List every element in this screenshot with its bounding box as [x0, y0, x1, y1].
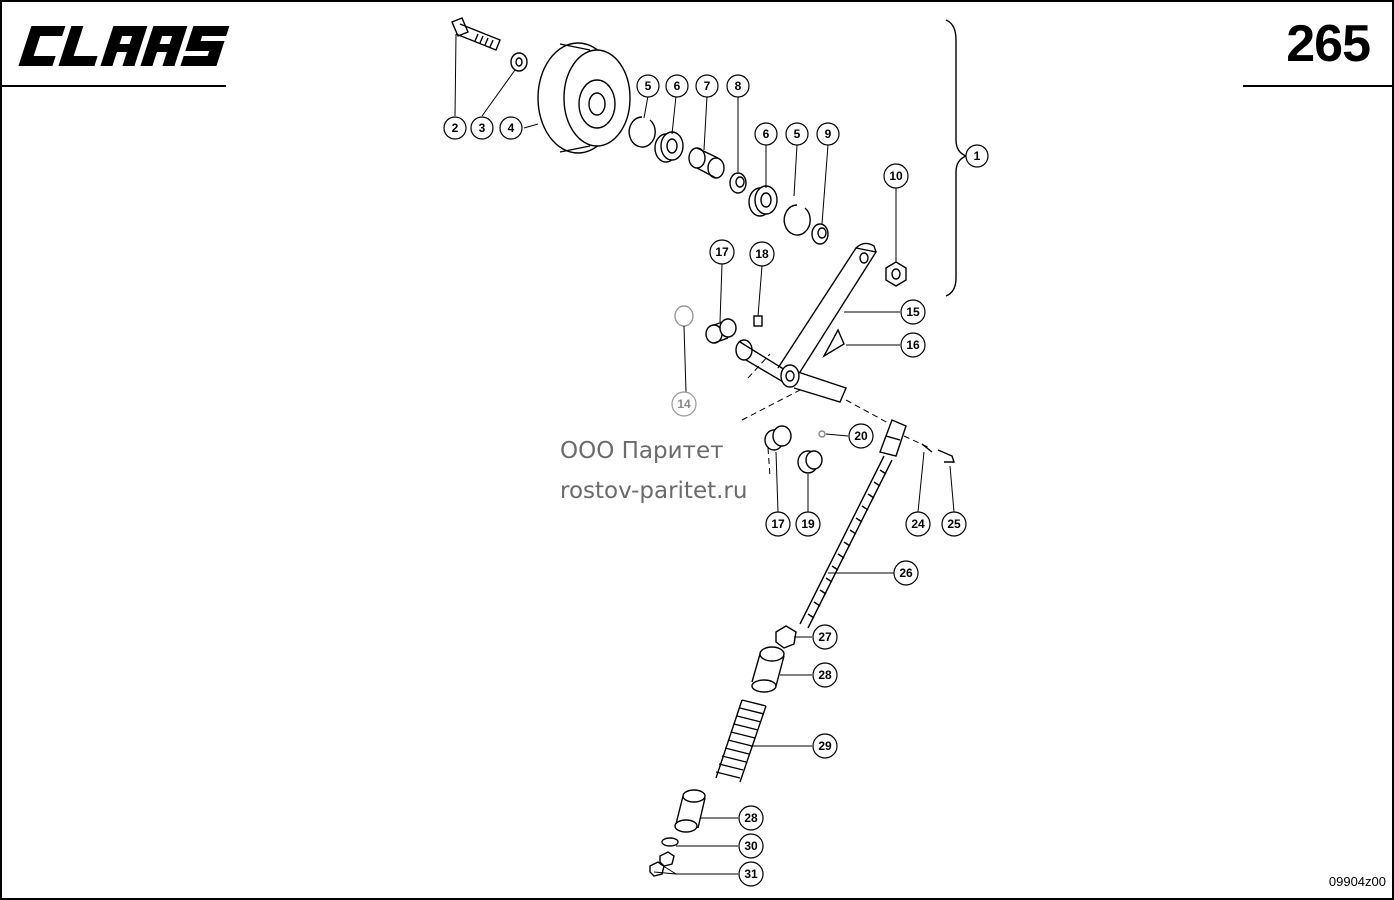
svg-text:2: 2 — [452, 121, 459, 135]
bolt-part — [451, 17, 501, 51]
svg-text:1: 1 — [974, 149, 981, 163]
svg-text:5: 5 — [794, 127, 801, 141]
hex-nut-part — [659, 851, 675, 867]
callout-28: 28 — [738, 805, 764, 831]
callout-16: 16 — [900, 332, 926, 358]
svg-text:3: 3 — [479, 121, 486, 135]
callout-5: 5 — [785, 122, 809, 146]
pin-part — [818, 430, 826, 438]
claas-logo — [18, 26, 230, 66]
callout-19: 19 — [795, 511, 821, 537]
nut-part — [885, 261, 907, 287]
svg-text:7: 7 — [704, 79, 711, 93]
callout-15: 15 — [900, 299, 926, 325]
svg-text:31: 31 — [744, 867, 758, 881]
callout-7: 7 — [695, 74, 719, 98]
circlip-part — [783, 204, 811, 236]
clevis-pin-part — [937, 449, 955, 463]
bearing-part — [748, 185, 778, 217]
circlip-part — [628, 116, 656, 148]
callout-17: 17 — [709, 239, 735, 265]
svg-text:4: 4 — [508, 121, 515, 135]
threaded-rod-part — [799, 455, 893, 629]
svg-text:20: 20 — [854, 429, 868, 443]
callout-5: 5 — [636, 74, 660, 98]
svg-text:17: 17 — [715, 245, 729, 259]
svg-text:6: 6 — [763, 127, 770, 141]
lock-nut-part — [775, 625, 797, 649]
bearing-part — [654, 131, 684, 163]
callout-8: 8 — [726, 74, 750, 98]
callout-3: 3 — [470, 116, 494, 140]
page-number: 265 — [1286, 15, 1371, 73]
spring-seat-part — [674, 789, 706, 833]
grease-nipple-part — [753, 315, 763, 327]
spring-seat-part — [751, 646, 785, 693]
svg-text:18: 18 — [755, 247, 769, 261]
callout-14: 14 — [671, 391, 697, 417]
svg-text:28: 28 — [744, 811, 758, 825]
washer-part — [510, 52, 528, 72]
svg-text:17: 17 — [771, 517, 785, 531]
callout-6: 6 — [665, 74, 689, 98]
svg-text:24: 24 — [911, 517, 925, 531]
callout-1: 1 — [965, 144, 989, 168]
tension-lever-part — [777, 242, 878, 373]
callout-18: 18 — [749, 241, 775, 267]
spacer-tube-part — [688, 147, 725, 179]
svg-text:28: 28 — [818, 668, 832, 682]
svg-text:14: 14 — [677, 397, 691, 411]
spring-washer-part — [661, 837, 679, 847]
o-ring-part — [674, 305, 694, 327]
callout-30: 30 — [738, 833, 764, 859]
callout-20: 20 — [848, 423, 874, 449]
svg-text:9: 9 — [825, 127, 832, 141]
assembly-bracket — [945, 19, 968, 297]
bushing-part — [705, 318, 737, 344]
callout-2: 2 — [443, 116, 467, 140]
svg-text:19: 19 — [801, 517, 815, 531]
svg-text:5: 5 — [645, 79, 652, 93]
reference-triangle — [822, 328, 845, 358]
callout-29: 29 — [812, 733, 838, 759]
svg-text:25: 25 — [947, 517, 961, 531]
svg-text:27: 27 — [818, 630, 832, 644]
callout-27: 27 — [812, 624, 838, 650]
svg-text:10: 10 — [889, 169, 903, 183]
svg-text:16: 16 — [906, 338, 920, 352]
pivot-shaft-part — [735, 339, 847, 403]
idler-pulley-part — [537, 42, 631, 154]
callout-25: 25 — [941, 511, 967, 537]
svg-text:29: 29 — [818, 739, 832, 753]
drawing-code: 09904z00 — [1328, 874, 1386, 889]
svg-text:26: 26 — [899, 566, 913, 580]
callout-6: 6 — [754, 122, 778, 146]
hex-nut-part — [649, 861, 665, 877]
callout-10: 10 — [883, 163, 909, 189]
compression-spring-part — [715, 699, 767, 783]
callout-28: 28 — [812, 662, 838, 688]
clevis-fork-part — [879, 419, 907, 457]
watermark-company: ООО Паритет — [560, 438, 724, 464]
callout-26: 26 — [893, 560, 919, 586]
svg-text:6: 6 — [674, 79, 681, 93]
svg-text:30: 30 — [744, 839, 758, 853]
sleeve-ring-part — [811, 223, 829, 245]
svg-text:8: 8 — [735, 79, 742, 93]
bushing-part — [764, 425, 792, 451]
svg-text:15: 15 — [906, 305, 920, 319]
callout-9: 9 — [816, 122, 840, 146]
callout-31: 31 — [738, 861, 764, 887]
callout-4: 4 — [499, 116, 523, 140]
spacer-ring-part — [729, 172, 747, 194]
callout-24: 24 — [905, 511, 931, 537]
callout-17: 17 — [765, 511, 791, 537]
watermark-website: rostov-paritet.ru — [560, 478, 748, 504]
